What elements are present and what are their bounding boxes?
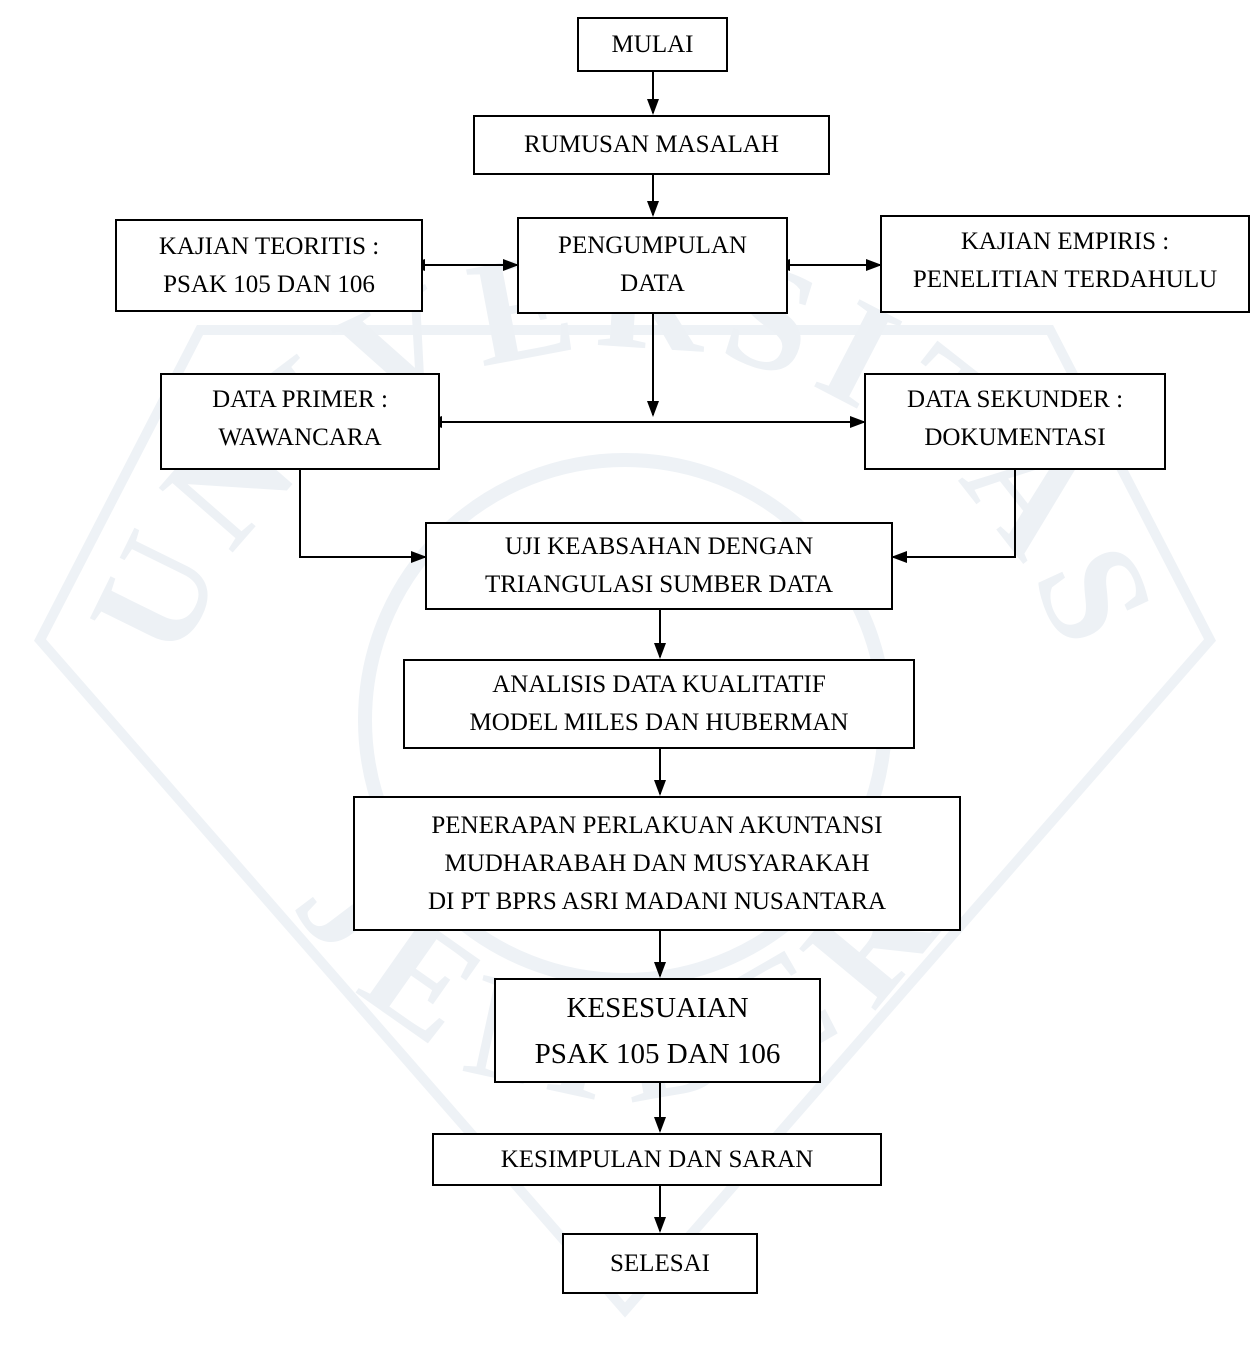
node-kajian-empiris: KAJIAN EMPIRIS : PENELITIAN TERDAHULU bbox=[880, 215, 1250, 313]
node-data-primer: DATA PRIMER : WAWANCARA bbox=[160, 373, 440, 470]
node-analisis-line-2: MODEL MILES DAN HUBERMAN bbox=[469, 709, 849, 736]
arrow-primer-uji bbox=[299, 470, 427, 563]
node-empiris-line-2: PENELITIAN TERDAHULU bbox=[912, 266, 1218, 293]
node-kesimpulan-saran: KESIMPULAN DAN SARAN bbox=[432, 1133, 882, 1186]
node-pengumpulan-line-1: PENGUMPULAN bbox=[558, 232, 747, 259]
node-sekunder-line-2: DOKUMENTASI bbox=[924, 424, 1106, 451]
node-primer-line-2: WAWANCARA bbox=[218, 424, 382, 451]
arrow-sekunder-uji bbox=[891, 470, 1016, 563]
node-penerapan-line-1: PENERAPAN PERLAKUAN AKUNTANSI bbox=[431, 811, 883, 839]
node-selesai-line: SELESAI bbox=[610, 1249, 710, 1277]
node-uji-line-1: UJI KEABSAHAN DENGAN bbox=[504, 533, 814, 560]
node-teoritis-line-2: PSAK 105 DAN 106 bbox=[163, 270, 375, 298]
node-empiris-line-1: KAJIAN EMPIRIS : bbox=[960, 228, 1170, 255]
node-analisis-data: ANALISIS DATA KUALITATIF MODEL MILES DAN… bbox=[403, 659, 915, 749]
node-rumusan-line: RUMUSAN MASALAH bbox=[524, 131, 779, 158]
node-uji-keabsahan: UJI KEABSAHAN DENGAN TRIANGULASI SUMBER … bbox=[425, 522, 893, 610]
node-pengumpulan-data: PENGUMPULAN DATA bbox=[517, 217, 788, 314]
node-data-sekunder: DATA SEKUNDER : DOKUMENTASI bbox=[864, 373, 1166, 470]
node-rumusan-masalah: RUMUSAN MASALAH bbox=[473, 115, 830, 175]
node-teoritis-line-1: KAJIAN TEORITIS : bbox=[158, 232, 380, 260]
node-primer-line-1: DATA PRIMER : bbox=[212, 386, 388, 413]
node-kajian-teoritis: KAJIAN TEORITIS : PSAK 105 DAN 106 bbox=[115, 219, 423, 312]
node-uji-line-2: TRIANGULASI SUMBER DATA bbox=[484, 571, 833, 598]
node-sekunder-line-1: DATA SEKUNDER : bbox=[906, 386, 1124, 413]
node-kesesuaian-line-1: KESESUAIAN bbox=[566, 991, 749, 1024]
node-mulai: MULAI bbox=[577, 17, 728, 72]
node-penerapan-line-2: MUDHARABAH DAN MUSYARAKAH bbox=[444, 849, 870, 877]
node-penerapan-perlakuan: PENERAPAN PERLAKUAN AKUNTANSI MUDHARABAH… bbox=[353, 796, 961, 931]
node-selesai: SELESAI bbox=[562, 1233, 758, 1294]
node-penerapan-line-3: DI PT BPRS ASRI MADANI NUSANTARA bbox=[427, 887, 887, 915]
node-mulai-line: MULAI bbox=[611, 30, 694, 58]
node-kesimpulan-line: KESIMPULAN DAN SARAN bbox=[500, 1145, 814, 1173]
node-kesesuaian: KESESUAIAN PSAK 105 DAN 106 bbox=[494, 978, 821, 1083]
node-analisis-line-1: ANALISIS DATA KUALITATIF bbox=[492, 671, 826, 698]
node-kesesuaian-line-2: PSAK 105 DAN 106 bbox=[534, 1037, 781, 1070]
node-pengumpulan-line-2: DATA bbox=[620, 270, 685, 297]
